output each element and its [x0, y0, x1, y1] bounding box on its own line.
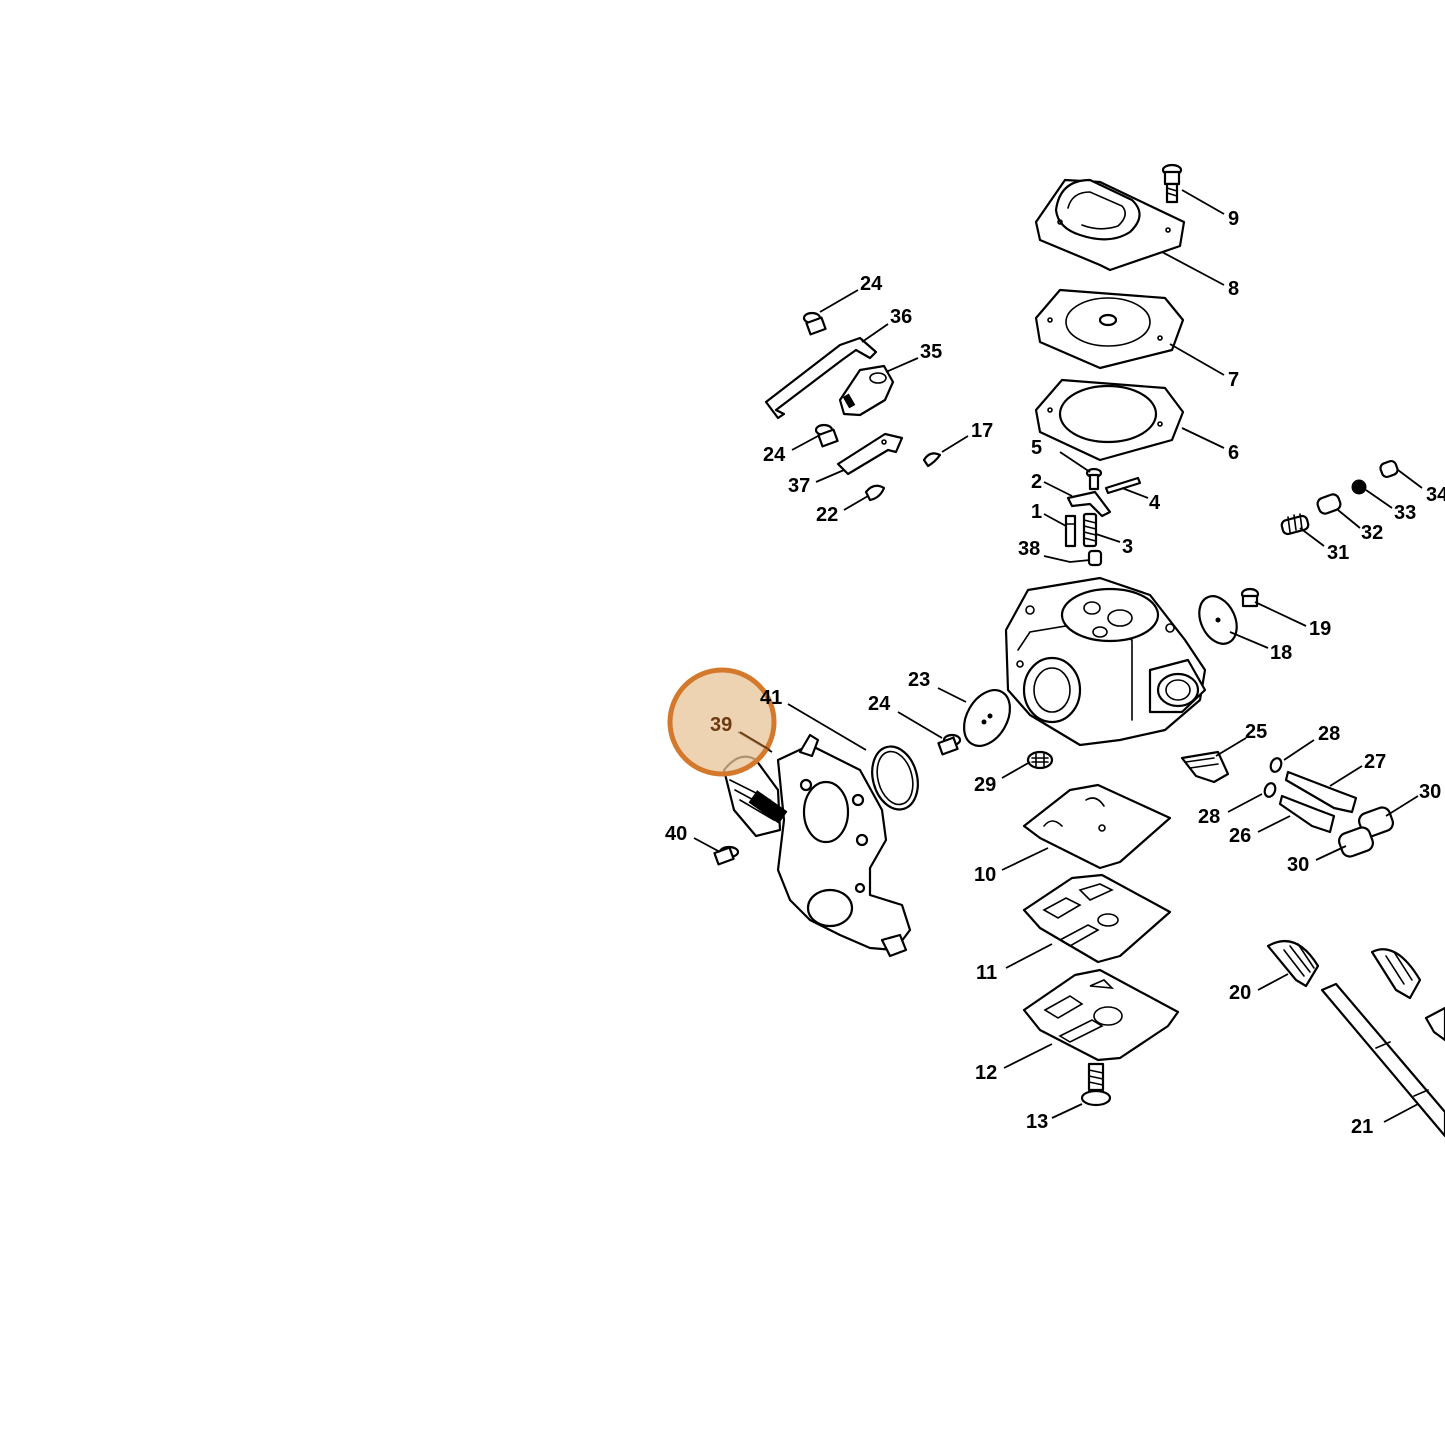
callout-6[interactable]: 6	[1228, 442, 1239, 464]
callout-3[interactable]: 3	[1122, 536, 1133, 558]
callout-36[interactable]: 36	[890, 306, 912, 328]
callout-27[interactable]: 27	[1364, 751, 1386, 773]
part-40-screw	[713, 845, 740, 866]
part-34-cap	[1379, 459, 1399, 479]
part-3-spring	[1082, 512, 1098, 548]
callout-12[interactable]: 12	[975, 1062, 997, 1084]
callout-38[interactable]: 38	[1018, 538, 1040, 560]
part-1-inlet-needle	[1064, 514, 1077, 548]
part-32-sleeve	[1316, 493, 1342, 515]
callout-labels: 9 8 7 6 5 4 2 1 3 38 19 18 31 32 33 34 2…	[665, 208, 1445, 1138]
part-25-screw	[1180, 750, 1230, 784]
callout-41[interactable]: 41	[760, 687, 782, 709]
callout-19[interactable]: 19	[1309, 618, 1331, 640]
callout-13[interactable]: 13	[1026, 1111, 1048, 1133]
part-37-lever	[836, 432, 904, 476]
callout-30-lower[interactable]: 30	[1287, 854, 1309, 876]
part-2-lever	[1066, 490, 1112, 518]
callout-35[interactable]: 35	[920, 341, 942, 363]
callout-9[interactable]: 9	[1228, 208, 1239, 230]
callout-11[interactable]: 11	[976, 962, 997, 984]
part-38-seat	[1087, 549, 1103, 567]
callout-5[interactable]: 5	[1031, 437, 1042, 459]
part-30-cap-lower	[1338, 826, 1374, 858]
callout-31[interactable]: 31	[1327, 542, 1349, 564]
callout-24-low[interactable]: 24	[868, 693, 891, 715]
part-27-needle	[1284, 770, 1358, 814]
part-9-screw	[1161, 163, 1183, 204]
part-24-screw-low	[937, 733, 962, 756]
part-36-lever	[764, 336, 878, 420]
callout-32[interactable]: 32	[1361, 522, 1383, 544]
part-6-gasket	[1034, 378, 1185, 462]
part-20-spring	[1266, 940, 1320, 988]
part-24-screw-mid	[814, 423, 839, 448]
part-26-needle	[1278, 794, 1336, 834]
callout-17[interactable]: 17	[971, 420, 993, 442]
callout-2[interactable]: 2	[1031, 471, 1042, 493]
callout-24-mid[interactable]: 24	[763, 444, 786, 466]
part-39-flange	[722, 733, 912, 958]
callout-33[interactable]: 33	[1394, 502, 1416, 524]
callout-28-bottom[interactable]: 28	[1198, 806, 1220, 828]
part-41-o-ring	[871, 745, 919, 811]
callout-8[interactable]: 8	[1228, 278, 1239, 300]
callout-23[interactable]: 23	[908, 669, 930, 691]
part-21-shaft	[1320, 982, 1445, 1138]
callout-29[interactable]: 29	[974, 774, 996, 796]
callout-34[interactable]: 34	[1426, 484, 1445, 506]
callout-21[interactable]: 21	[1351, 1116, 1373, 1138]
callout-25[interactable]: 25	[1245, 721, 1267, 743]
part-17-clip	[922, 452, 942, 468]
part-spring-right	[1370, 948, 1422, 1000]
callout-22[interactable]: 22	[816, 504, 838, 526]
part-11-metering-plate	[1022, 873, 1172, 964]
part-24-screw-top	[802, 311, 827, 336]
callout-37[interactable]: 37	[788, 475, 810, 497]
callout-10[interactable]: 10	[974, 864, 996, 886]
callout-18[interactable]: 18	[1270, 642, 1292, 664]
callout-24-top[interactable]: 24	[860, 273, 883, 295]
callout-30-upper[interactable]: 30	[1419, 781, 1441, 803]
callout-26[interactable]: 26	[1229, 825, 1251, 847]
part-12-metering-chamber	[1022, 968, 1180, 1062]
part-19-screw	[1240, 587, 1260, 608]
part-13-screw	[1080, 1062, 1112, 1107]
part-33-ball	[1351, 479, 1367, 495]
part-35-bracket	[838, 364, 895, 417]
leader-39	[739, 731, 771, 751]
part-4-pin	[1104, 476, 1142, 495]
part-5-screw	[1085, 467, 1103, 491]
leader-lines	[693, 189, 1423, 1123]
part-18-disc	[1198, 595, 1238, 645]
part-28-o-ring-bottom	[1263, 782, 1277, 798]
callout-28-top[interactable]: 28	[1318, 723, 1340, 745]
carburetor-body	[1004, 576, 1207, 747]
callout-7[interactable]: 7	[1228, 369, 1239, 391]
callout-1[interactable]: 1	[1031, 501, 1042, 523]
callout-39[interactable]: 39	[710, 714, 732, 736]
part-7-diaphragm	[1034, 288, 1185, 370]
highlight-circle-part-39[interactable]	[667, 667, 777, 777]
part-10-gasket	[1022, 783, 1172, 870]
part-23-plate	[962, 689, 1012, 747]
part-8-carburetor-cover	[1034, 178, 1186, 272]
callout-4[interactable]: 4	[1149, 492, 1161, 514]
part-22-clip	[864, 484, 886, 502]
part-29-screen	[1026, 750, 1054, 770]
callout-20[interactable]: 20	[1229, 982, 1251, 1004]
part-lever-right	[1424, 1006, 1445, 1042]
part-28-o-ring-top	[1269, 757, 1283, 773]
callout-40[interactable]: 40	[665, 823, 687, 845]
